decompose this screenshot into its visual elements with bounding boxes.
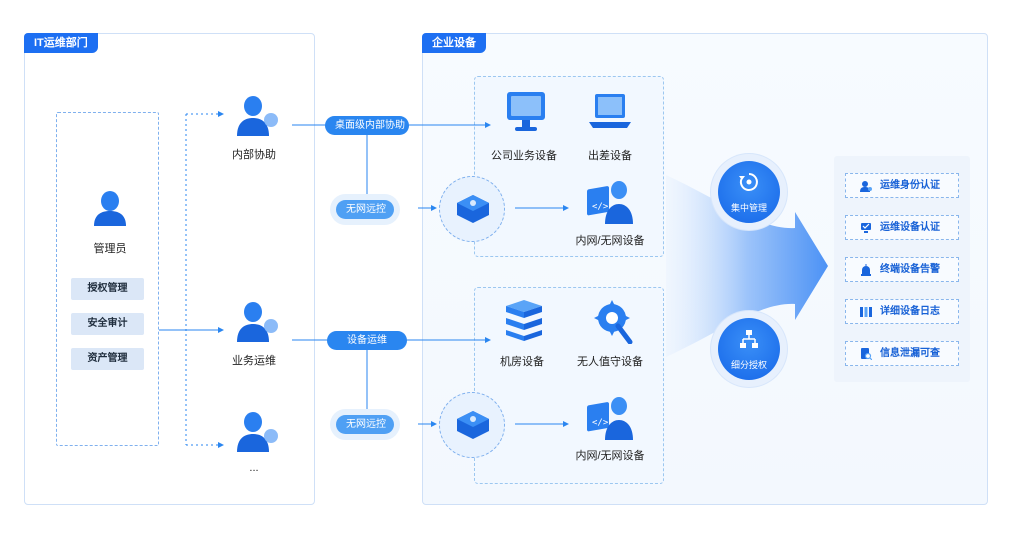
intranet-device-icon: </> [587,397,633,440]
doc-search-icon [861,348,872,360]
admin-avatar-icon [94,191,126,226]
it-department-panel: IT运维部门 [24,33,315,505]
svg-text:</>: </> [592,202,609,212]
gear-wrench-icon [594,300,633,344]
device-unattended-label: 无人值守设备 [577,356,643,368]
flow-arrow [666,175,828,357]
fine-grained-auth-label: 细分授权 [730,360,767,370]
admin-label: 管理员 [93,243,127,255]
intranet-device-icon: </> [587,181,633,224]
fine-grained-auth-hub: 细分授权 [718,318,780,380]
gateway-node-2 [439,392,505,458]
sync-icon [739,173,758,191]
other-user-icon [237,412,278,452]
device-group-top [474,76,664,257]
laptop-icon [589,94,631,128]
gateway-node-1 [439,176,505,242]
asset-management-button[interactable]: 资产管理 [71,348,144,370]
central-management-label: 集中管理 [730,203,767,213]
it-department-tag: IT运维部门 [24,33,98,53]
log-icon [860,307,872,317]
device-travel-label: 出差设备 [588,150,632,162]
role-more-label: ... [249,462,259,474]
remote-control-pill-2: 无网远控 [336,415,394,434]
feature-leak-trace: 信息泄漏可查 [845,341,959,366]
device-company-label: 公司业务设备 [491,150,557,162]
hierarchy-icon [740,330,758,348]
feature-terminal-alarm: 终端设备告警 [845,257,959,282]
security-audit-button[interactable]: 安全审计 [71,313,144,335]
admin-area [56,112,159,446]
feature-identity-auth: 运维身份认证 [845,173,959,198]
feature-list: 运维身份认证 运维设备认证 终端设备告警 详细设备日志 信息泄漏可查 [834,156,970,382]
central-management-hub: 集中管理 [718,161,780,223]
device-intranet-label-1: 内网/无网设备 [575,235,645,247]
feature-device-auth: 运维设备认证 [845,215,959,240]
device-server-room-label: 机房设备 [500,356,544,368]
svg-text:</>: </> [592,418,609,428]
auth-management-button[interactable]: 授权管理 [71,278,144,300]
business-ops-user-icon [237,302,278,342]
remote-control-pill-1: 无网远控 [336,200,394,219]
gateway-box-icon [457,411,489,439]
user-check-icon [860,181,872,192]
internal-assist-user-icon [237,96,278,136]
server-rack-icon [506,300,542,341]
device-group-bottom [474,287,664,484]
feature-device-log: 详细设备日志 [845,299,959,324]
enterprise-devices-tag: 企业设备 [422,33,486,53]
desktop-assist-pill: 桌面级内部协助 [325,116,409,135]
alarm-icon [861,264,871,276]
gateway-box-icon [457,195,489,223]
role-internal-assist-label: 内部协助 [232,149,276,161]
role-business-ops-label: 业务运维 [232,355,276,367]
device-intranet-label-2: 内网/无网设备 [575,450,645,462]
device-check-icon [861,223,871,233]
desktop-monitor-icon [507,92,545,131]
device-ops-pill: 设备运维 [327,331,407,350]
